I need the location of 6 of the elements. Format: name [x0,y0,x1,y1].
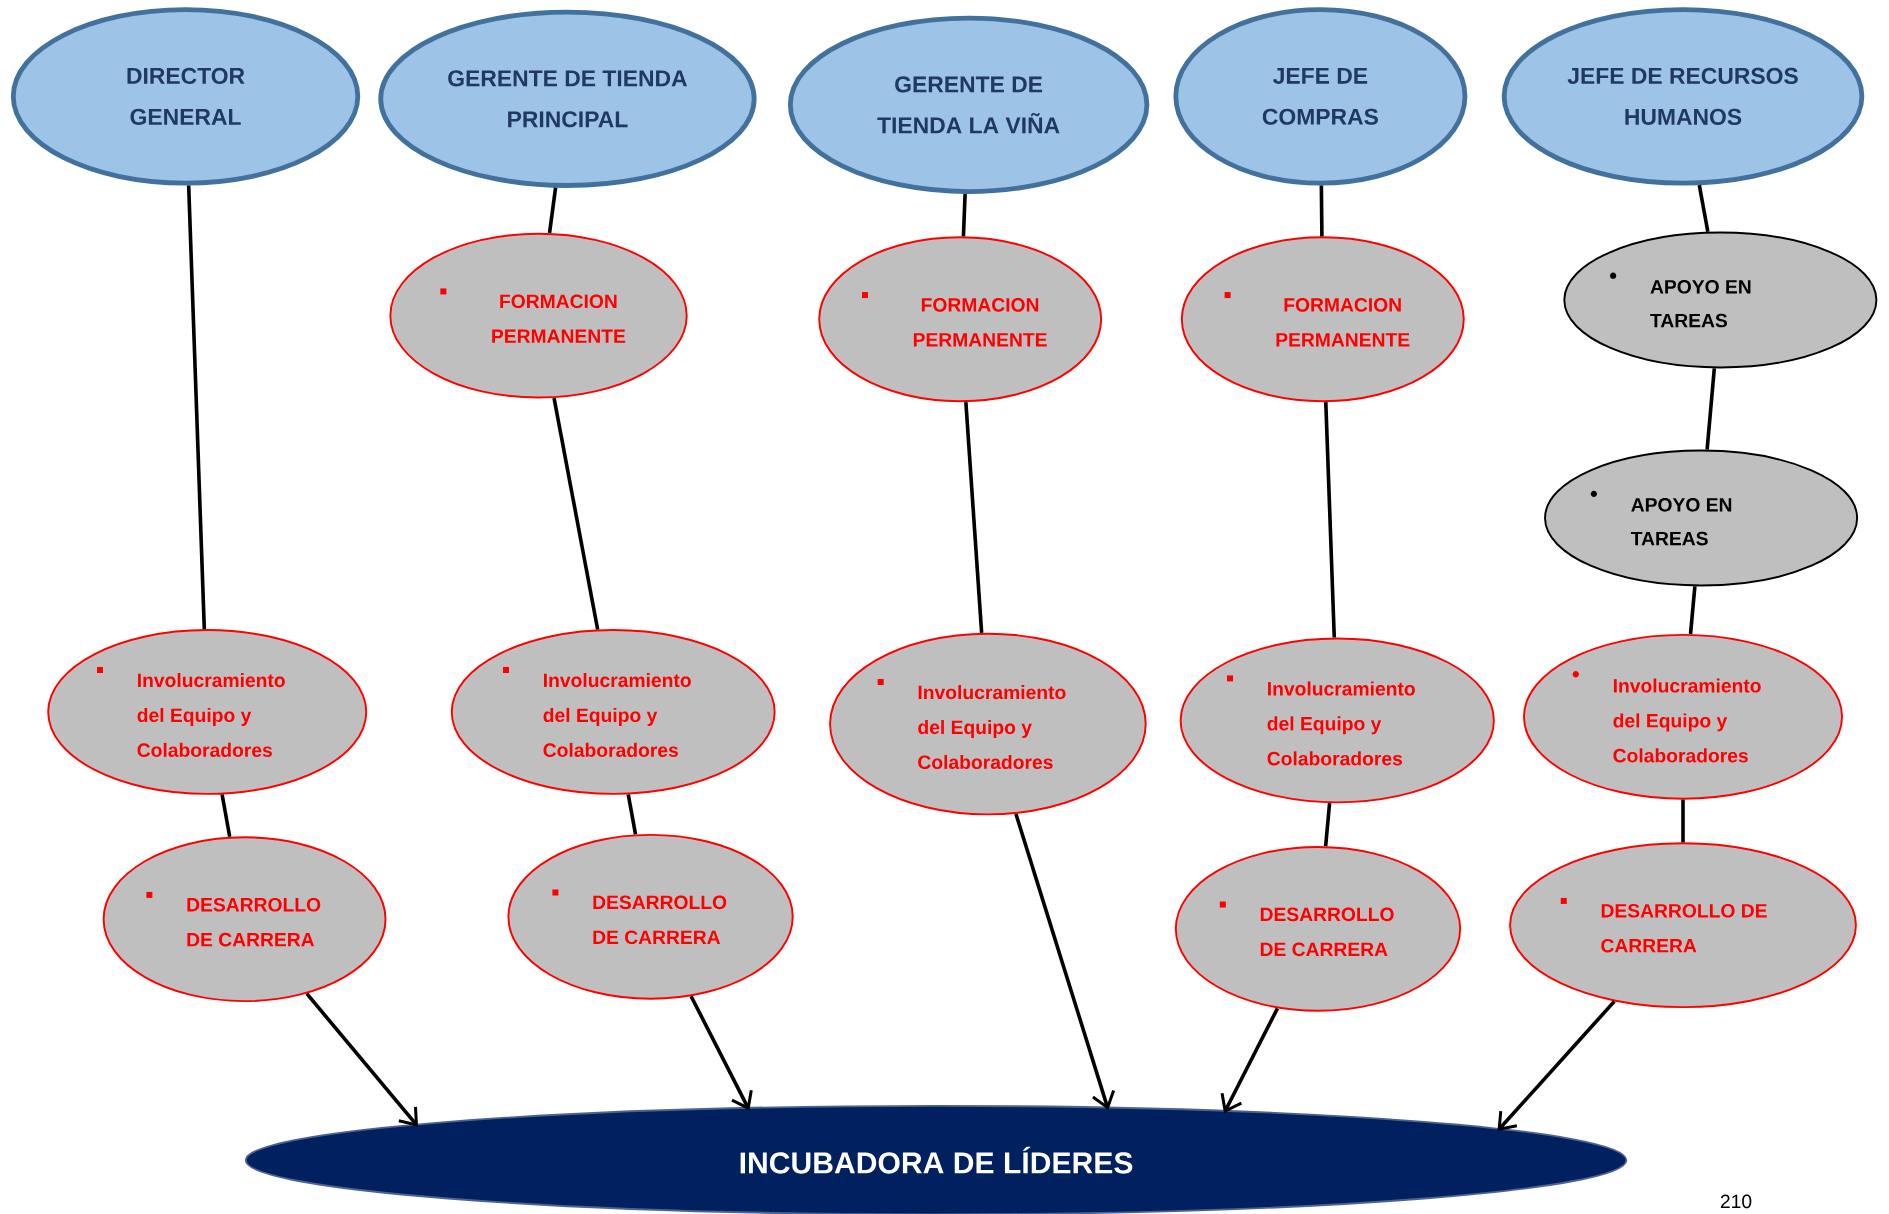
arrow [1014,813,1116,1110]
arrow [1220,1007,1280,1114]
arrow [1497,1000,1616,1131]
arrow [305,992,419,1127]
page-number: 210 [1720,1194,1752,1208]
arrow [689,995,753,1111]
